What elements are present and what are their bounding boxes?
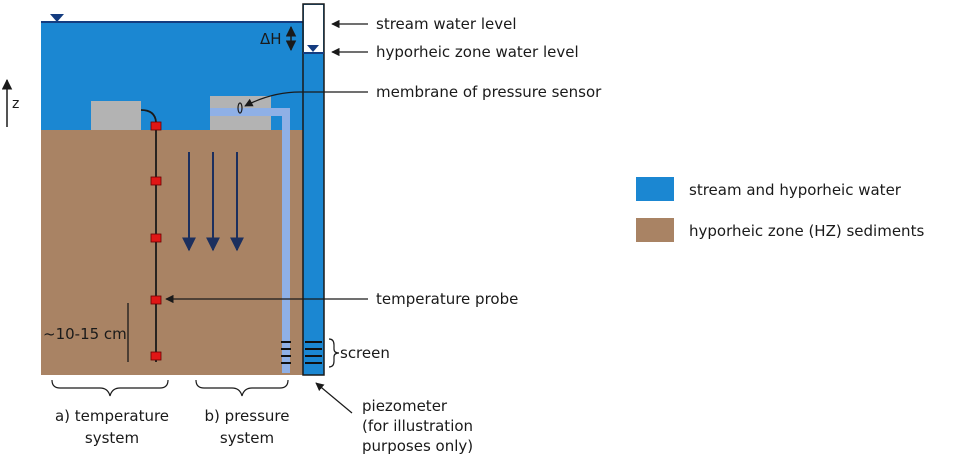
piezometer-label: piezometer (362, 397, 448, 415)
flow-arrows (182, 152, 244, 252)
temperature-sensors (150, 121, 162, 361)
pressure-tube-screen-slots (281, 341, 291, 364)
piezometer-note-line2: purposes only) (362, 437, 473, 455)
temperature-system-label-line2: system (85, 429, 139, 447)
piezometer-note-line1: (for illustration (362, 417, 473, 435)
temperature-sensor (150, 121, 162, 131)
legend-label-sediment: hyporheic zone (HZ) sediments (689, 222, 924, 240)
legend: stream and hyporheic water hyporheic zon… (636, 177, 924, 242)
piezometer-pointer (315, 382, 353, 414)
stream-water-level-label: stream water level (376, 15, 517, 33)
screen-label: screen (340, 344, 390, 362)
temperature-system-label-line1: a) temperature (55, 407, 169, 425)
z-axis-label: z (12, 96, 19, 112)
legend-swatch-water (636, 177, 674, 201)
temperature-sensor (150, 176, 162, 186)
pressure-system-label-line2: system (220, 429, 274, 447)
piezometer-screen-slots (305, 341, 322, 364)
temperature-sensor (150, 233, 162, 243)
pressure-system-brace (195, 379, 289, 397)
pressure-system-label-line1: b) pressure (205, 407, 290, 425)
temperature-system-brace (51, 379, 169, 397)
hz-water-level-marker (307, 45, 319, 52)
piezometer-air-gap (304, 5, 323, 53)
screen-brace (328, 338, 340, 368)
piezometer-tube (302, 3, 325, 376)
temperature-logger-block (91, 101, 141, 130)
hz-sediments (41, 130, 303, 375)
spacing-label: ~10-15 cm (43, 325, 127, 343)
pressure-tube (210, 108, 290, 373)
membrane-pointer (244, 91, 368, 107)
membrane-label: membrane of pressure sensor (376, 83, 602, 101)
legend-label-water: stream and hyporheic water (689, 181, 902, 199)
legend-swatch-sediment (636, 218, 674, 242)
stream-water-level-marker (50, 14, 64, 22)
delta-h-label: ΔH (260, 30, 282, 48)
pressure-membrane (237, 102, 243, 114)
hz-water-level-label: hyporheic zone water level (376, 43, 579, 61)
temperature-sensor (150, 295, 162, 305)
temperature-sensor (150, 351, 162, 361)
temperature-probe-label: temperature probe (376, 290, 518, 308)
